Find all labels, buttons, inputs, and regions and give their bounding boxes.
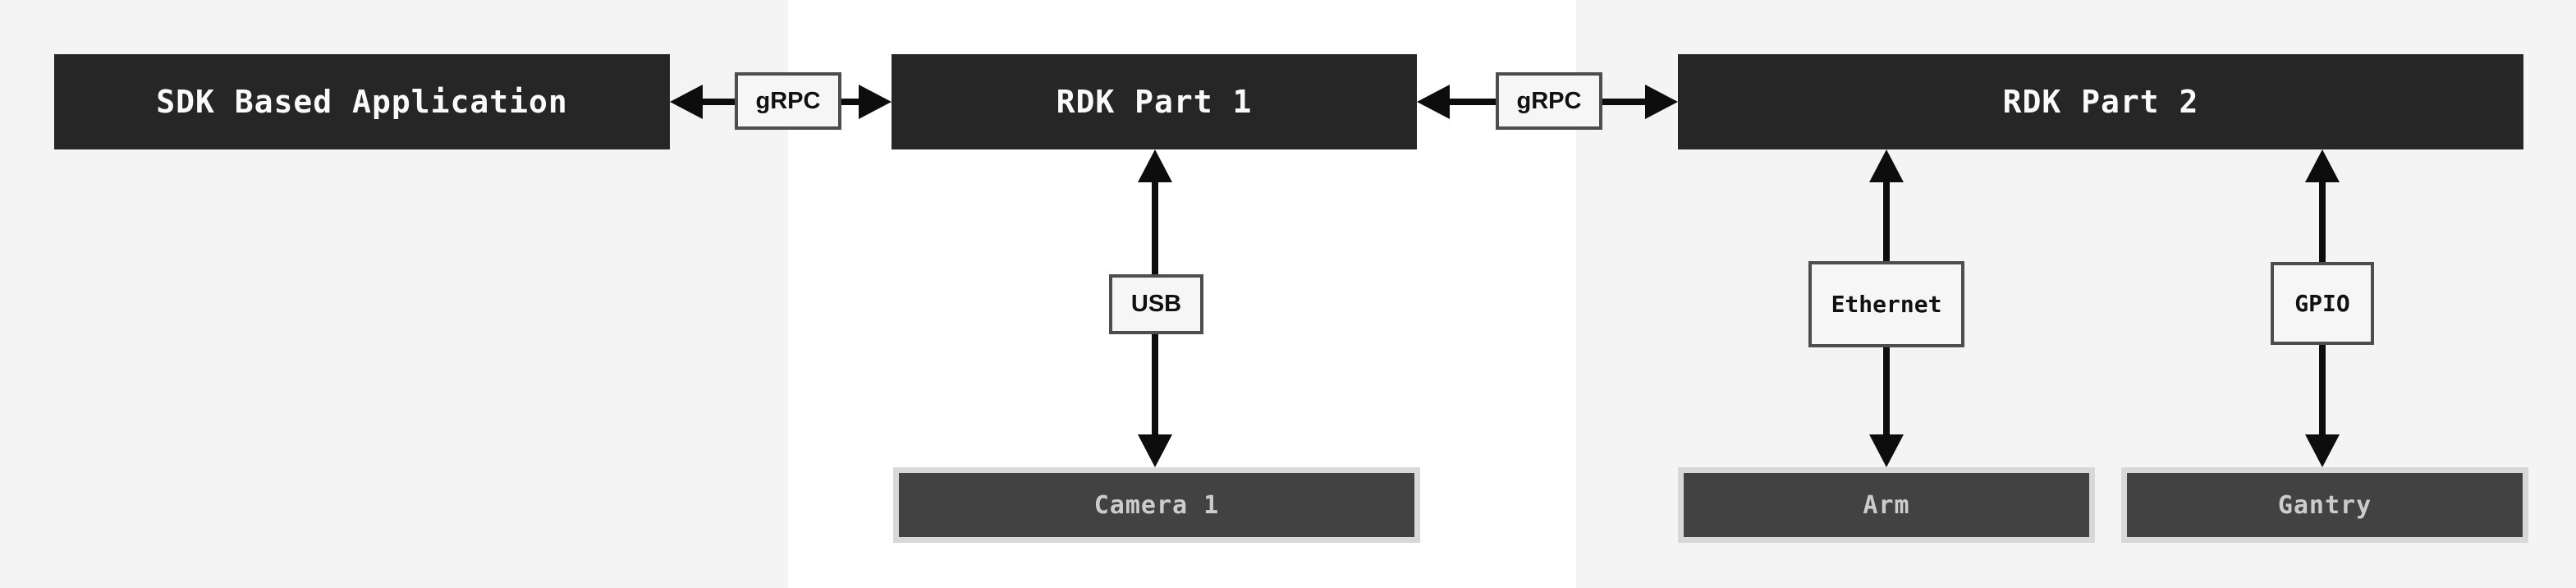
node-sdk-based-application: SDK Based Application (54, 54, 670, 149)
arrow-shaft (1883, 179, 1890, 263)
arrowhead-up-into-rdk2 (2305, 149, 2340, 182)
arrow-shaft (1152, 179, 1158, 276)
arrow-shaft (2319, 179, 2326, 264)
connector-label: USB (1130, 291, 1182, 317)
node-label: RDK Part 1 (1056, 84, 1253, 120)
connector-gpio: GPIO (2271, 262, 2374, 345)
node-label: Arm (1863, 490, 1910, 520)
node-rdk-part-2: RDK Part 2 (1678, 54, 2523, 149)
node-label: Gantry (2277, 490, 2372, 520)
arrow-shaft (699, 99, 736, 105)
connector-usb: USB (1109, 274, 1203, 334)
arrowhead-left-into-sdk (670, 85, 703, 119)
arrow-shaft (1446, 99, 1496, 105)
connector-ethernet: Ethernet (1808, 261, 1964, 347)
arrowhead-right-into-rdk1 (859, 85, 892, 119)
arrow-shaft (841, 99, 860, 105)
node-arm: Arm (1678, 467, 2095, 543)
arrow-shaft (1152, 334, 1158, 437)
arrowhead-down-into-arm (1869, 434, 1904, 467)
node-label: Camera 1 (1093, 490, 1220, 520)
connector-grpc-2: gRPC (1496, 72, 1602, 130)
node-gantry: Gantry (2121, 467, 2528, 543)
connector-label: gRPC (1516, 87, 1582, 114)
node-rdk-part-1: RDK Part 1 (892, 54, 1417, 149)
node-label: SDK Based Application (156, 84, 568, 120)
node-camera-1: Camera 1 (893, 467, 1420, 543)
arrow-shaft (1883, 347, 1890, 437)
connector-label: Ethernet (1831, 291, 1942, 318)
arrow-shaft (2319, 345, 2326, 437)
connector-grpc-1: gRPC (735, 72, 841, 130)
arrowhead-down-into-gantry (2305, 434, 2340, 467)
arrowhead-down-into-camera-1 (1138, 434, 1172, 467)
connector-label: GPIO (2294, 290, 2350, 317)
arrowhead-up-into-rdk2 (1869, 149, 1904, 182)
node-label: RDK Part 2 (2002, 84, 2199, 120)
arrowhead-right-into-rdk2 (1645, 85, 1678, 119)
arrowhead-up-into-rdk1 (1138, 149, 1172, 182)
connector-label: gRPC (755, 87, 821, 114)
arrow-shaft (1602, 99, 1647, 105)
arrowhead-left-into-rdk1 (1417, 85, 1450, 119)
